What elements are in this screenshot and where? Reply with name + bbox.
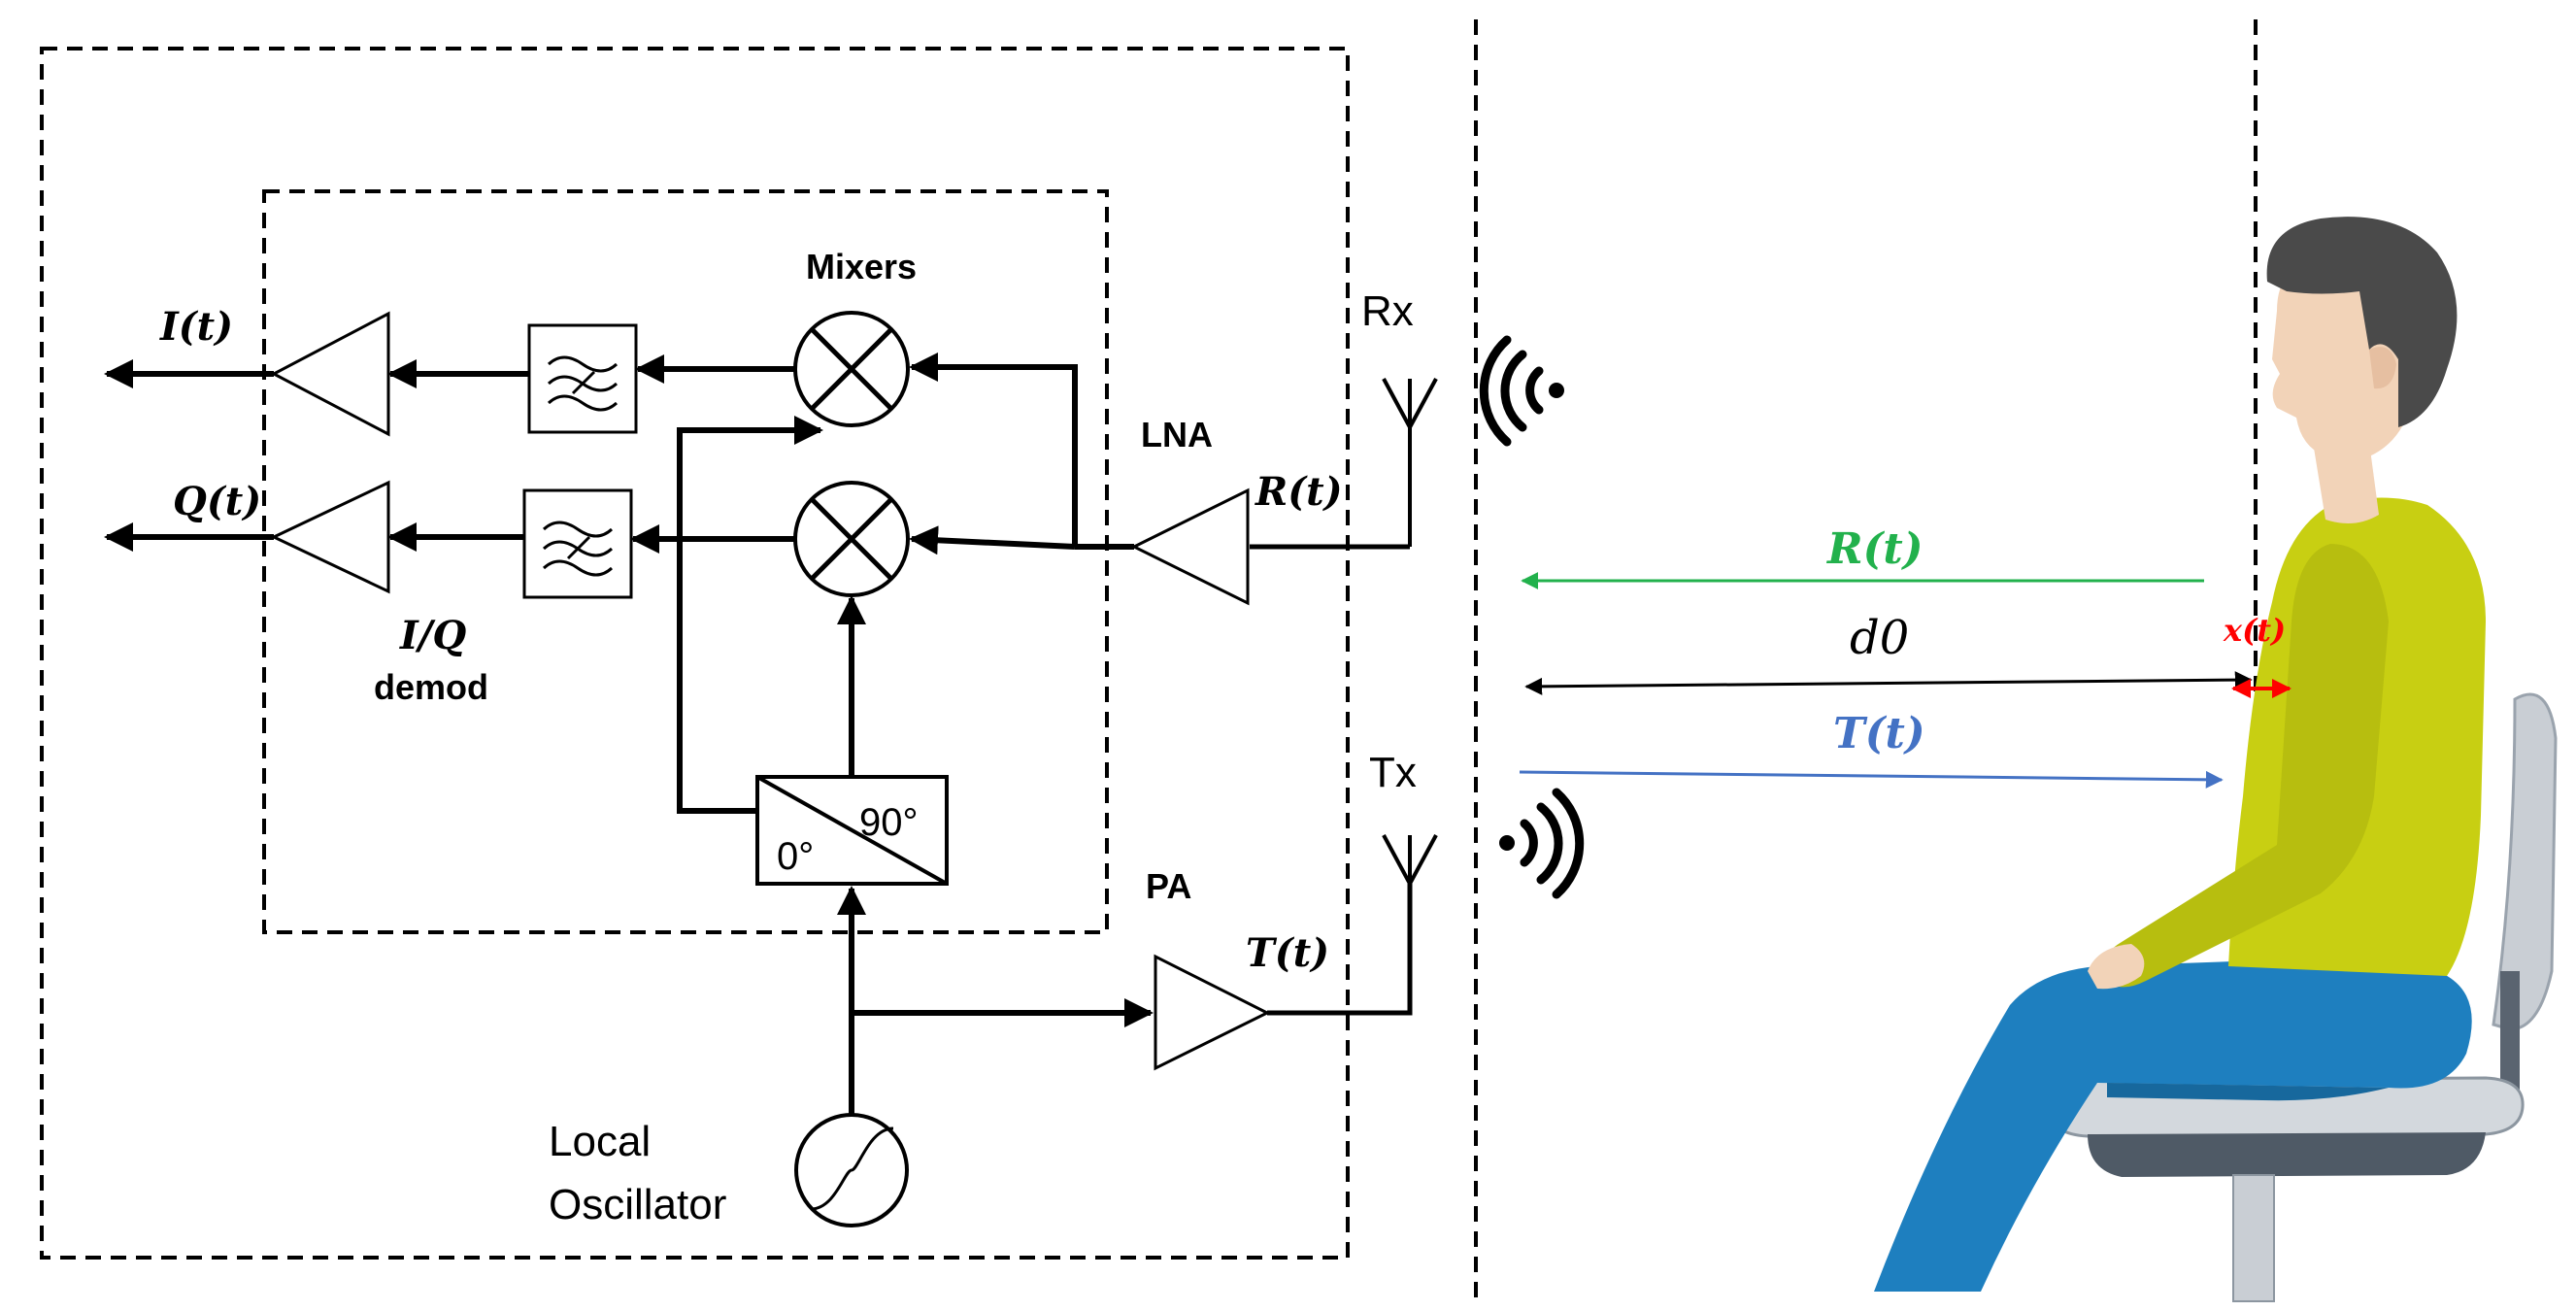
pa-signal-label: T(t): [1246, 930, 1329, 976]
bandpass-filter-icon: [547, 355, 619, 412]
sine-oscillator-icon: [810, 1126, 894, 1211]
mixers-label: Mixers: [806, 247, 917, 286]
q-output-label: Q(t): [173, 479, 261, 524]
jeans: [1874, 961, 2472, 1292]
local-oscillator: [794, 1113, 909, 1227]
q-output-amplifier: [270, 480, 390, 594]
q-mixer: [793, 481, 910, 597]
distance-label: d0: [1850, 611, 1909, 665]
q-lowpass-filter: [522, 488, 633, 599]
iq-label: I/Q: [399, 613, 466, 658]
rx-label: Rx: [1361, 287, 1414, 335]
splitter-to-i-mixer-arrow: [677, 416, 823, 814]
lna-label: LNA: [1141, 415, 1213, 454]
lna-to-q-mixer-arrow: [909, 525, 1076, 555]
pa-label: PA: [1146, 866, 1191, 906]
mixer-icon: [810, 327, 893, 411]
phase-splitter: [755, 775, 949, 886]
received-signal-label: R(t): [1825, 524, 1924, 574]
tx-label: Tx: [1369, 749, 1417, 796]
i-mixer: [793, 311, 910, 427]
arm: [2101, 544, 2389, 988]
hand: [2088, 944, 2145, 990]
distance-arrow: [1524, 671, 2253, 695]
outgoing-waves-icon: [1499, 788, 1585, 899]
neck: [2313, 442, 2379, 523]
hair: [2266, 217, 2458, 427]
iq-demod-boundary: [262, 189, 1109, 934]
seated-person-illustration: [1874, 217, 2558, 1302]
bandpass-filter-icon: [542, 521, 614, 577]
lna-signal-label: R(t): [1255, 469, 1343, 515]
lna-amplifier: [1130, 487, 1250, 606]
tx-antenna: [1382, 834, 1438, 885]
rx-antenna: [1382, 378, 1438, 547]
lna-to-i-mixer-arrow: [909, 353, 1078, 547]
mixer-icon: [810, 497, 893, 581]
radar-system-boundary: [40, 47, 1350, 1260]
ear: [2369, 347, 2396, 389]
phase-0-label: 0°: [777, 835, 814, 878]
local-label: Local: [549, 1118, 651, 1165]
oscillator-label: Oscillator: [549, 1181, 726, 1228]
displacement-label: x(t): [2223, 612, 2286, 649]
pa-to-tx-wire: [1267, 884, 1413, 1016]
incoming-waves-icon: [1479, 335, 1564, 447]
i-output-label: I(t): [159, 304, 233, 350]
i-lowpass-filter: [527, 323, 638, 434]
i-output-amplifier: [270, 311, 390, 437]
chair-column: [2232, 1174, 2275, 1302]
transmitted-signal-label: T(t): [1833, 709, 1925, 758]
phase-90-label: 90°: [859, 801, 919, 844]
transmitted-signal-arrow: [1519, 770, 2224, 789]
demod-label: demod: [374, 667, 488, 707]
pa-amplifier: [1154, 954, 1271, 1071]
